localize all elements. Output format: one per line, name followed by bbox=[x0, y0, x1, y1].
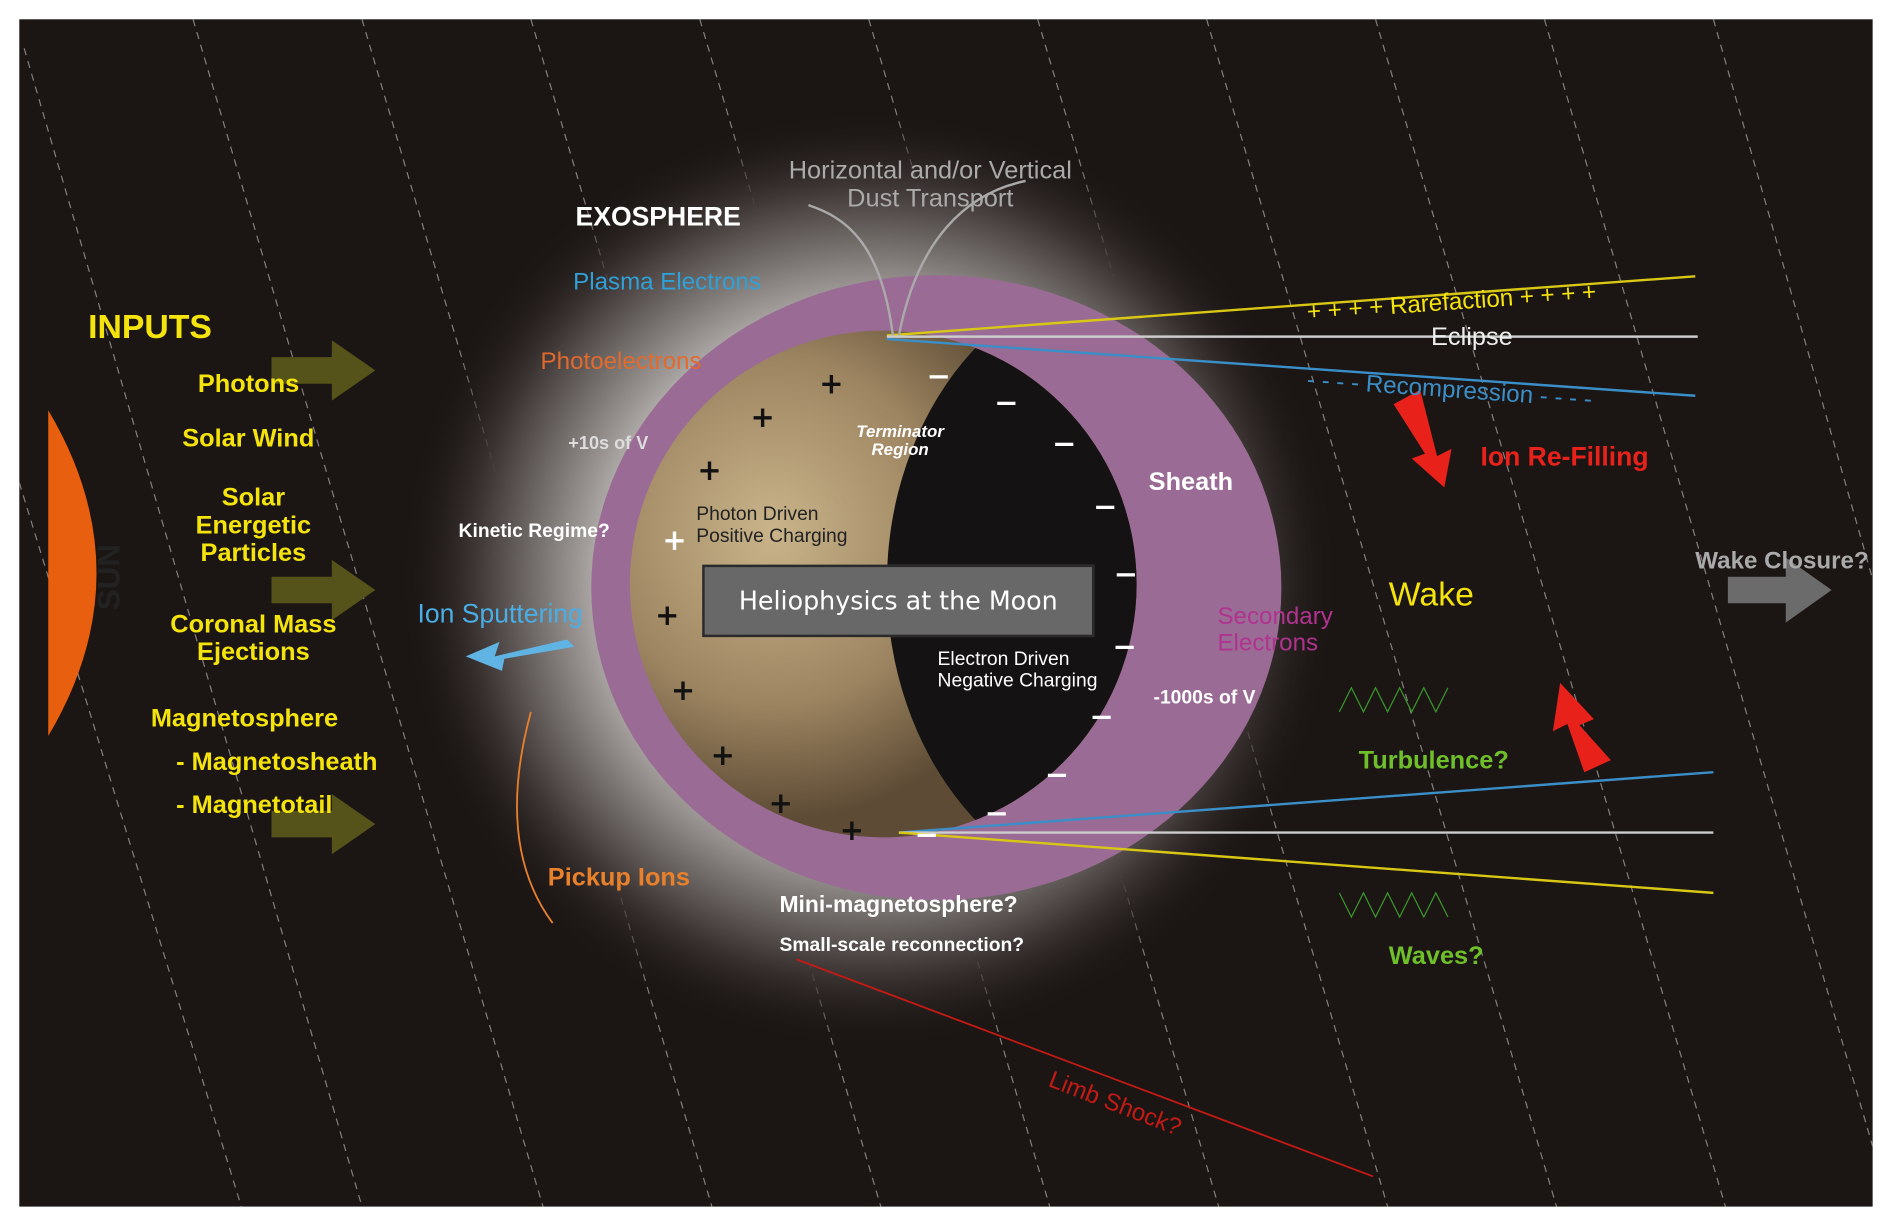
inputs-heading: INPUTS bbox=[88, 307, 212, 346]
sun bbox=[48, 410, 97, 737]
exosphere-label: EXOSPHERE bbox=[575, 201, 741, 232]
dust-line: Dust Transport bbox=[847, 184, 1014, 213]
secondary-line: Electrons bbox=[1217, 629, 1319, 657]
secondary-line: Secondary bbox=[1217, 603, 1333, 630]
title-text: Heliophysics at the Moon bbox=[738, 586, 1058, 616]
sep-line: Energetic bbox=[195, 511, 312, 540]
sep-line: Solar bbox=[221, 483, 286, 512]
turbulence-label: Turbulence? bbox=[1358, 746, 1509, 775]
cme-line: Ejections bbox=[197, 638, 310, 667]
tens-of-v-label: +10s of V bbox=[568, 433, 649, 454]
thousands-of-v-label: -1000s of V bbox=[1153, 687, 1256, 709]
photon-line: Photon Driven bbox=[696, 504, 819, 525]
kinetic-regime-label: Kinetic Regime? bbox=[458, 521, 610, 542]
photon-line: Positive Charging bbox=[696, 525, 848, 547]
input-photons: Photons bbox=[197, 370, 300, 399]
title-box: Heliophysics at the Moon bbox=[702, 564, 1095, 638]
pickup-ions-label: Pickup Ions bbox=[547, 863, 691, 892]
dust-line: Horizontal and/or Vertical bbox=[788, 156, 1072, 185]
wake-closure-label: Wake Closure? bbox=[1695, 547, 1869, 575]
ion-sputtering-arrow bbox=[465, 639, 575, 671]
terminator-line: Region bbox=[871, 439, 929, 459]
input-magnetosheath: - Magnetosheath bbox=[176, 748, 378, 776]
ion-refilling-arrow bbox=[1393, 389, 1452, 488]
input-magnetosphere: Magnetosphere bbox=[150, 704, 339, 733]
mini-magnetosphere-label: Mini-magnetosphere? bbox=[779, 892, 1018, 919]
input-solar-wind: Solar Wind bbox=[182, 424, 315, 453]
plasma-electrons-label: Plasma Electrons bbox=[573, 269, 761, 296]
electron-line: Negative Charging bbox=[937, 670, 1098, 691]
waves-label: Waves? bbox=[1388, 942, 1484, 971]
input-magnetotail: - Magnetotail bbox=[176, 791, 333, 820]
sun-label: SUN bbox=[90, 543, 127, 611]
electron-line: Electron Driven bbox=[937, 649, 1070, 670]
eclipse-label: Eclipse bbox=[1431, 323, 1513, 352]
small-scale-reconnection-label: Small-scale reconnection? bbox=[779, 935, 1025, 956]
diagram-panel: +++++++++ −−−−−−−−−− SUN INPUTS Photons … bbox=[19, 19, 1873, 1207]
sep-line: Particles bbox=[200, 539, 307, 568]
refilling-arrow-up bbox=[1552, 682, 1611, 773]
ion-refilling-label: Ion Re-Filling bbox=[1480, 441, 1649, 472]
photoelectrons-label: Photoelectrons bbox=[540, 348, 702, 376]
cme-line: Coronal Mass bbox=[170, 610, 337, 639]
wake-label: Wake bbox=[1388, 575, 1474, 613]
input-arrows bbox=[271, 340, 376, 855]
wake-closure-arrow bbox=[1727, 557, 1832, 623]
terminator-line: Terminator bbox=[856, 421, 944, 441]
ion-sputtering-label: Ion Sputtering bbox=[417, 598, 583, 629]
sheath-label: Sheath bbox=[1148, 468, 1234, 496]
